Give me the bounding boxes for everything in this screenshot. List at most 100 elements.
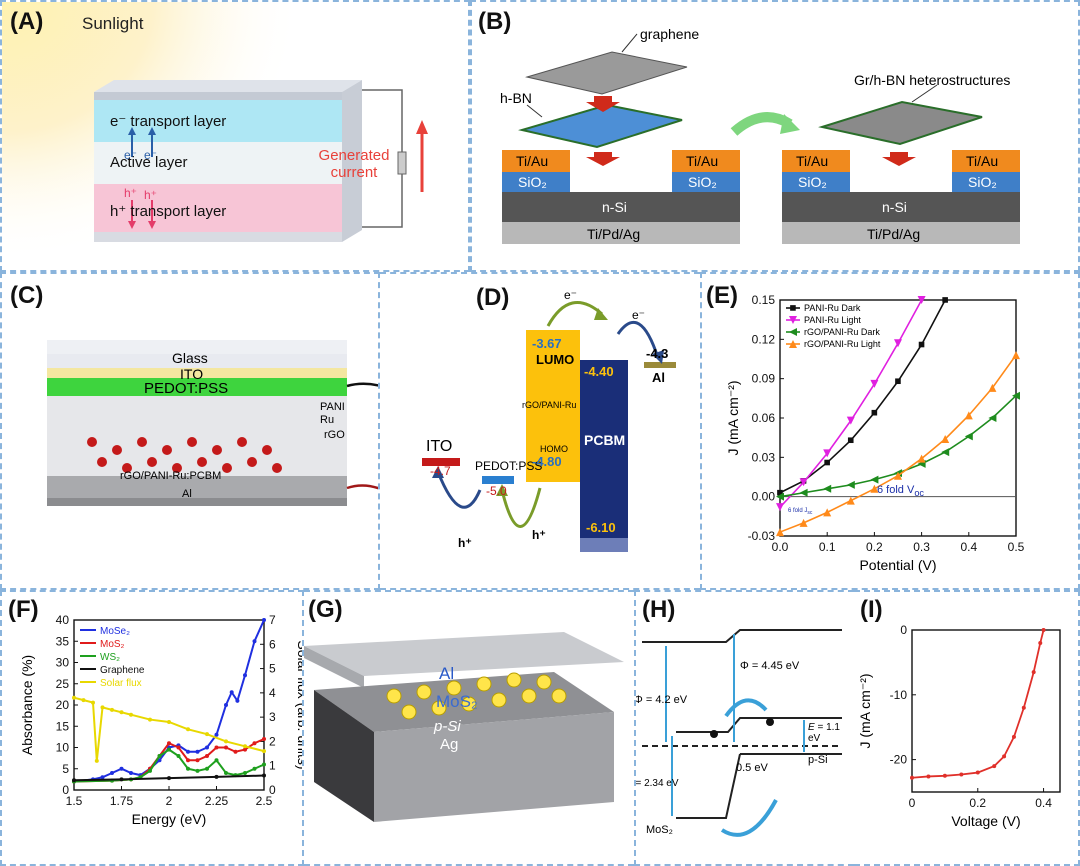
y-tick-label: 0.12 [752,332,776,346]
mos2-label-h: MoS₂ [646,824,673,836]
panel-g-illustration [304,632,624,822]
active-label: Active layer [110,154,188,171]
legend-label: MoS₂ [100,639,125,650]
y-right-tick-label: 0 [269,783,276,797]
data-point [243,747,247,752]
electron-label-1: e⁻ [124,148,138,162]
panel-g-label: (G) [308,596,343,623]
y-tick-label: 0.06 [752,411,776,425]
rgo-lattice [87,437,282,473]
voc-annotation-text: 6 fold V [877,484,915,496]
series-line [911,629,1045,779]
x-tick-label: 1.5 [66,794,83,808]
x-tick-label: 0.1 [819,540,836,554]
data-point [214,774,219,779]
y-tick-label: 0 [900,623,907,637]
data-point [941,434,950,443]
tipdag-left [502,222,740,244]
transfer-arrow-h1 [724,698,768,718]
electron-label-2: e⁻ [144,148,158,162]
y-tick-label: 15 [56,719,70,733]
psi-label: p-Si [434,718,461,735]
wire-minus [346,484,378,490]
x-tick-label: 2.5 [256,794,273,808]
sunlight-label: Sunlight [82,14,144,33]
glass-layer [47,354,347,368]
homo-label: HOMO [540,444,568,454]
tiau-r2: Ti/Au [966,153,999,169]
data-point [776,528,784,537]
homo-value: -4.80 [532,454,562,469]
data-point [81,698,86,703]
data-point [917,454,926,463]
data-point [205,732,209,737]
data-point [224,739,228,744]
voc-annotation-sub: oc [914,488,924,499]
data-point [167,776,171,781]
rgo-label: rGO [324,429,345,441]
tiau-left-2 [672,150,740,172]
y-tick-label: 0 [62,783,69,797]
data-point [148,717,152,722]
sio2-r2: SiO₂ [968,174,997,190]
lumo-label: LUMO [536,352,575,367]
sio2-l1: SiO₂ [518,174,547,190]
y-right-tick-label: 7 [269,613,276,627]
data-point [942,773,947,778]
data-point [167,741,171,746]
x-tick-label: 1.75 [110,794,134,808]
data-point [252,766,257,771]
pcbm-box [580,360,628,538]
gap-label: 0.5 eV [736,762,768,774]
e-label-1: e⁻ [564,288,578,302]
y-right-tick-label: 6 [269,637,276,651]
tiau-left-1 [502,150,570,172]
data-point [224,745,228,750]
voc-annotation: 6 fold Voc [877,484,924,498]
panel-c-label: (C) [10,282,44,309]
data-point [205,754,209,758]
data-point [959,772,964,777]
data-point [918,341,925,348]
data-point [964,411,973,420]
x-axis-label: Voltage (V) [951,813,1020,829]
data-point [846,496,855,505]
data-point [799,488,808,497]
x-tick-label: 0 [909,796,916,810]
tipdag-left-label: Ti/Pd/Ag [587,226,641,242]
psi-label-h: p-Si [808,754,828,766]
y-tick-label: -20 [890,753,908,767]
data-point [176,745,181,750]
x-axis-label: Energy (eV) [132,811,207,827]
data-point [110,707,114,712]
htl-layer [94,184,342,232]
data-point [119,766,124,771]
data-point [262,773,266,778]
data-point [195,758,200,763]
data-point [214,758,219,763]
y-axis-label: J (mA cm⁻²) [725,380,741,455]
data-point [148,768,152,773]
panel-d-label: (D) [476,284,510,311]
data-point [262,737,266,741]
data-point [262,762,266,767]
data-point [252,741,257,746]
x-tick-label: 0.5 [1008,540,1025,554]
jsc-annotation-sub: sc [807,510,813,517]
data-point [129,712,133,717]
data-point [94,758,99,763]
data-point [776,503,784,512]
hetero-label: Gr/h-BN heterostructures [854,72,1011,88]
data-point [988,383,997,392]
data-point [243,744,247,749]
e-arrow-2 [616,320,660,359]
data-point [942,297,948,303]
y-right-axis-label: Solar flux (arb. units) [295,640,304,769]
data-point [186,727,190,732]
data-point [846,416,855,425]
e-label-2: e⁻ [632,308,646,322]
y-right-tick-label: 5 [269,662,276,676]
data-point [186,758,190,763]
data-point [72,695,76,700]
